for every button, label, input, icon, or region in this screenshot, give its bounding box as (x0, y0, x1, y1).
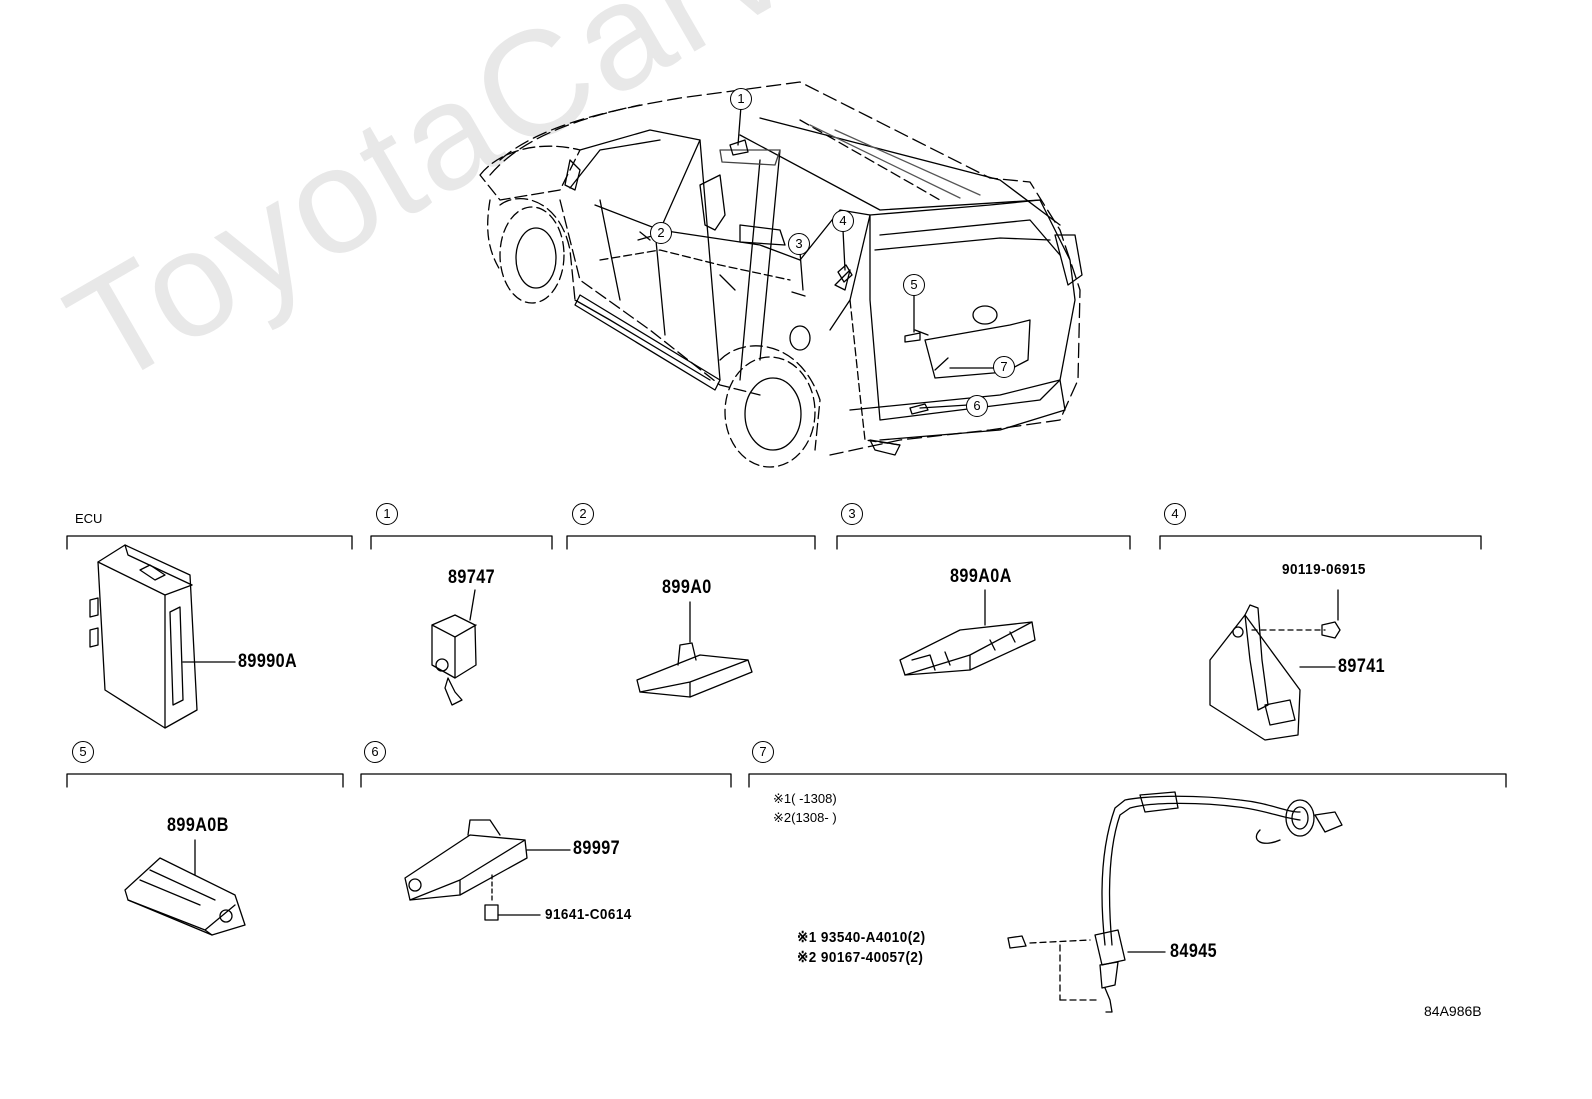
section-marker-6: 6 (364, 741, 386, 763)
section-marker-5: 5 (72, 741, 94, 763)
bolt-label-90119-06915[interactable]: 90119-06915 (1282, 561, 1366, 578)
part-label-89997[interactable]: 89997 (573, 838, 621, 859)
part-89741 (1209, 589, 1341, 741)
note-period-1: ※1( -1308) (773, 791, 837, 806)
section-marker-2: 2 (572, 503, 594, 525)
section-marker-1: 1 (376, 503, 398, 525)
part-89997 (404, 819, 571, 921)
part-899A0 (636, 601, 753, 698)
vehicle-marker-2: 2 (650, 222, 672, 244)
vehicle-marker-1: 1 (730, 88, 752, 110)
part-label-899A0A[interactable]: 899A0A (950, 566, 1012, 587)
section-marker-4: 4 (1164, 503, 1186, 525)
note-period-2: ※2(1308- ) (773, 810, 837, 825)
part-84945 (1007, 791, 1343, 1013)
section-ecu-title: ECU (75, 511, 103, 526)
part-label-89741[interactable]: 89741 (1338, 656, 1386, 677)
part-label-899A0[interactable]: 899A0 (662, 577, 712, 598)
vehicle-marker-4: 4 (832, 210, 854, 232)
bolt-label-93540-A4010[interactable]: ※1 93540-A4010(2) (797, 929, 926, 946)
vehicle-illustration (479, 81, 1083, 468)
vehicle-marker-5: 5 (903, 274, 925, 296)
section-marker-3: 3 (841, 503, 863, 525)
ecu-unit (89, 544, 236, 729)
vehicle-marker-3: 3 (788, 233, 810, 255)
part-89747 (431, 589, 477, 706)
bolt-label-91641-C0614[interactable]: 91641-C0614 (545, 906, 632, 923)
bolt-label-90167-40057[interactable]: ※2 90167-40057(2) (797, 949, 924, 966)
vehicle-marker-7: 7 (993, 356, 1015, 378)
vehicle-marker-6: 6 (966, 395, 988, 417)
section-marker-7: 7 (752, 741, 774, 763)
part-label-89747[interactable]: 89747 (448, 567, 496, 588)
part-label-899A0B[interactable]: 899A0B (167, 815, 229, 836)
part-label-89990A[interactable]: 89990A (238, 651, 298, 672)
part-899A0A (899, 589, 1036, 676)
part-label-84945[interactable]: 84945 (1170, 941, 1218, 962)
diagram-code: 84A986B (1424, 1003, 1482, 1019)
section-brackets (66, 535, 1507, 788)
part-899A0B (124, 839, 246, 936)
